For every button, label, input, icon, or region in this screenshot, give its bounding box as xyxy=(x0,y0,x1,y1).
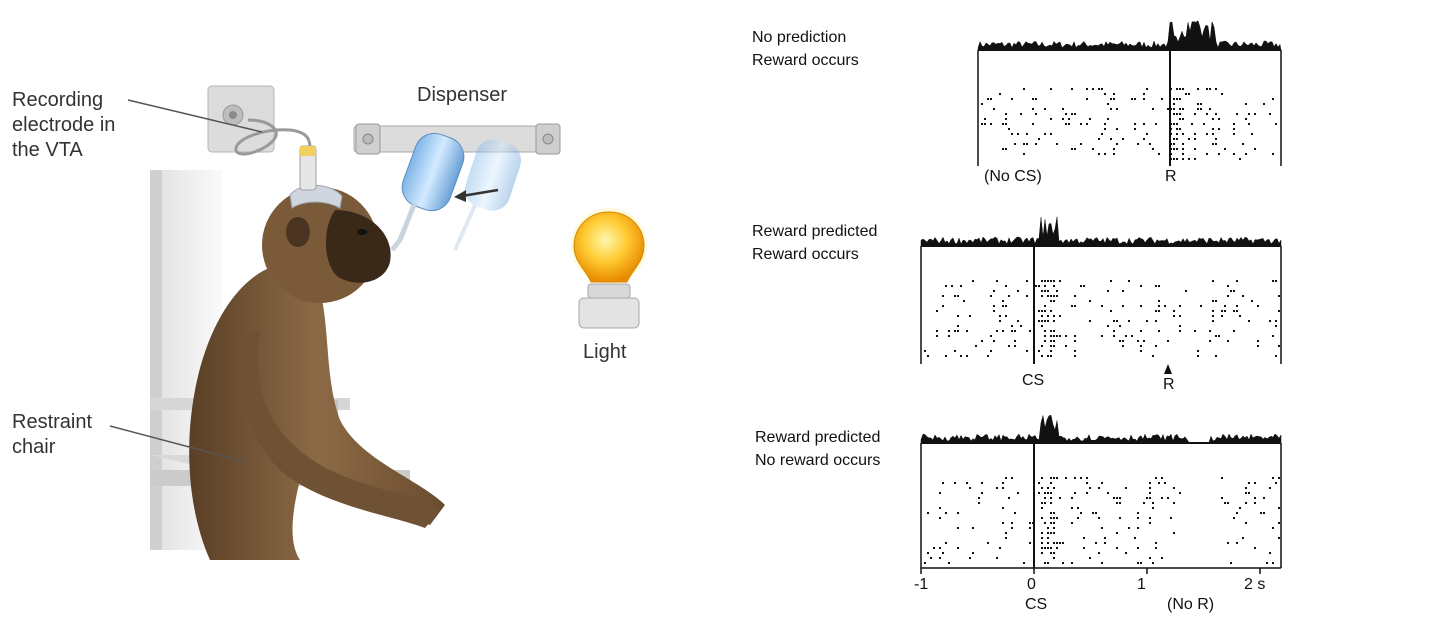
movement-arrow-icon xyxy=(454,188,499,202)
water-bottle xyxy=(390,132,465,252)
axis-tick-neg1: -1 xyxy=(914,576,929,593)
panel-1-spike-raster xyxy=(981,88,1277,160)
experiment-illustration xyxy=(109,85,647,560)
reward-arrow-icon xyxy=(1164,364,1172,374)
panel-3-marker-right: (No R) xyxy=(1167,596,1215,613)
panel-3-marker-left: CS xyxy=(1025,596,1048,613)
monkey xyxy=(189,145,445,560)
light-bulb-icon xyxy=(571,208,647,329)
axis-tick-2s: 2 s xyxy=(1244,576,1266,593)
chair-pointer xyxy=(109,425,247,463)
electrode-socket xyxy=(207,85,275,153)
light-label: Light xyxy=(583,341,627,363)
panel-2-marker-right: R xyxy=(1163,376,1175,393)
panel-2-histogram xyxy=(920,216,1282,247)
axis-tick-1: 1 xyxy=(1137,576,1146,593)
chair-label: Restraint chair xyxy=(12,411,93,458)
panel-1-title: No prediction Reward occurs xyxy=(752,29,859,69)
panel-1-marker-left: (No CS) xyxy=(984,168,1042,185)
panel-3-title: Reward predicted No reward occurs xyxy=(755,429,881,469)
electrode-pointer xyxy=(127,99,263,133)
panel-2-title: Reward predicted Reward occurs xyxy=(752,223,878,263)
dispenser xyxy=(353,123,561,252)
dispenser-label: Dispenser xyxy=(417,84,508,106)
electrode-label: Recording electrode in the VTA xyxy=(12,89,116,161)
panel-3-spike-raster xyxy=(924,477,1280,564)
axis-tick-0: 0 xyxy=(1027,576,1036,593)
electrode-cable xyxy=(234,118,312,156)
panel-1-histogram xyxy=(977,20,1282,51)
panel-2-spike-raster xyxy=(924,280,1280,357)
panel-3-histogram xyxy=(920,415,1282,444)
panel-1-marker-right: R xyxy=(1165,168,1177,185)
panel-2-marker-left: CS xyxy=(1022,372,1045,389)
